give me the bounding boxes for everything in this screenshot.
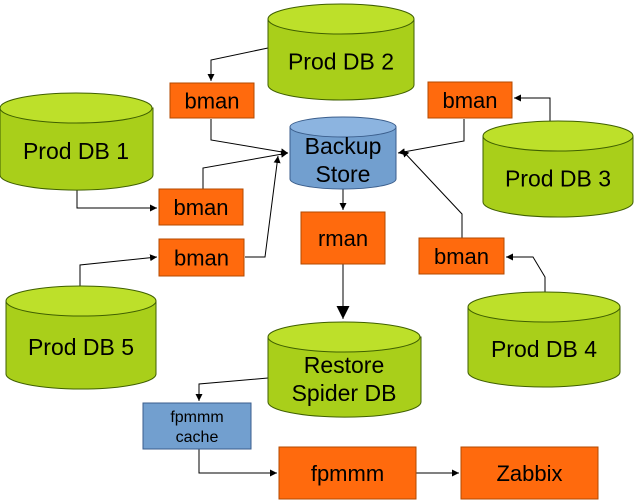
prod-db-5-node[interactable]: Prod DB 5: [5, 285, 157, 390]
prod-db-1-label-line-1: Prod DB 1: [23, 138, 129, 164]
backup-store-body: [289, 126, 397, 190]
prod-db-5-label-line-1: Prod DB 5: [28, 334, 134, 360]
fpmmm-box: [278, 446, 417, 500]
fpmmm-cache-label-line-2: cache: [176, 429, 219, 446]
edge-prod-db-2-to-bman-db2: [207, 47, 269, 81]
edge-bman-db5-to-backup-store: [245, 155, 281, 258]
bman-db2-label: bman: [184, 89, 239, 114]
rman-box: [300, 211, 386, 265]
bman-db5-box: [158, 238, 245, 277]
prod-db-1-top: [0, 92, 153, 124]
restore-spider-db-label-line-2: Spider DB: [292, 380, 397, 406]
prod-db-2-body: [267, 18, 415, 101]
bman-db5-label: bman: [174, 246, 229, 271]
edge-bman-db1-to-backup-store: [202, 150, 289, 189]
zabbix-label: Zabbix: [496, 461, 562, 486]
node-layer: Prod DB 2 Prod DB 1 Prod DB 3 Prod DB 5 Prod…: [0, 3, 634, 500]
backup-store-label-line-1: Backup: [305, 133, 382, 159]
edge-bman-db3-to-backup-store: [397, 119, 465, 156]
bman-db3-box: [427, 81, 513, 119]
bman-db2-box: [169, 82, 255, 119]
prod-db-2-label-line-1: Prod DB 2: [288, 49, 394, 75]
edge-layer: [76, 47, 551, 477]
edge-bman-db4-to-backup-store: [401, 149, 463, 238]
edge-bman-db2-to-backup-store: [210, 119, 289, 156]
edge-prod-db-3-to-bman-db3: [514, 94, 551, 121]
prod-db-4-node[interactable]: Prod DB 4: [467, 291, 621, 388]
edge-restore-spider-db-to-fpmmm-cache: [195, 377, 269, 401]
rman-node[interactable]: rman: [300, 211, 386, 265]
prod-db-2-top: [267, 3, 415, 35]
bman-db1-node[interactable]: bman: [158, 188, 244, 226]
prod-db-4-body: [467, 306, 621, 388]
prod-db-2-node[interactable]: Prod DB 2: [267, 3, 415, 101]
prod-db-5-top: [5, 285, 157, 317]
prod-db-3-node[interactable]: Prod DB 3: [482, 120, 634, 218]
bman-db3-label: bman: [442, 88, 497, 113]
prod-db-4-label-line-1: Prod DB 4: [491, 336, 597, 362]
fpmmm-cache-label-line-1: fpmmm: [170, 409, 223, 426]
bman-db1-label: bman: [173, 195, 228, 220]
rman-label: rman: [318, 226, 368, 251]
bman-db4-node[interactable]: bman: [418, 237, 505, 275]
prod-db-4-top: [467, 291, 621, 323]
zabbix-node[interactable]: Zabbix: [460, 446, 599, 500]
restore-spider-db-body: [267, 336, 422, 418]
prod-db-3-body: [482, 135, 634, 218]
bman-db1-box: [158, 188, 244, 226]
prod-db-3-top: [482, 120, 634, 152]
fpmmm-cache-node[interactable]: fpmmm cache: [142, 402, 252, 450]
bman-db4-label: bman: [434, 244, 489, 269]
fpmmm-node[interactable]: fpmmm: [278, 446, 417, 500]
prod-db-1-body: [0, 107, 154, 191]
prod-db-5-body: [5, 300, 157, 390]
fpmmm-cache-box: [142, 402, 252, 450]
fpmmm-label: fpmmm: [311, 461, 384, 486]
restore-spider-db-top: [267, 321, 421, 353]
backup-store-top: [289, 116, 397, 138]
prod-db-3-label-line-1: Prod DB 3: [505, 166, 611, 192]
restore-spider-db-label-line-1: Restore: [304, 352, 385, 378]
edge-prod-db-4-to-bman-db4: [506, 253, 546, 292]
zabbix-box: [460, 446, 599, 500]
bman-db5-node[interactable]: bman: [158, 238, 245, 277]
edge-prod-db-5-to-bman-db5: [79, 254, 158, 286]
edge-prod-db-1-to-bman-db1: [76, 190, 157, 212]
edge-fpmmm-cache-to-fpmmm: [198, 449, 277, 477]
prod-db-1-node[interactable]: Prod DB 1: [0, 92, 154, 191]
bman-db4-box: [418, 237, 505, 275]
bman-db3-node[interactable]: bman: [427, 81, 513, 119]
backup-store-label-line-2: Store: [316, 161, 371, 187]
bman-db2-node[interactable]: bman: [169, 82, 255, 119]
